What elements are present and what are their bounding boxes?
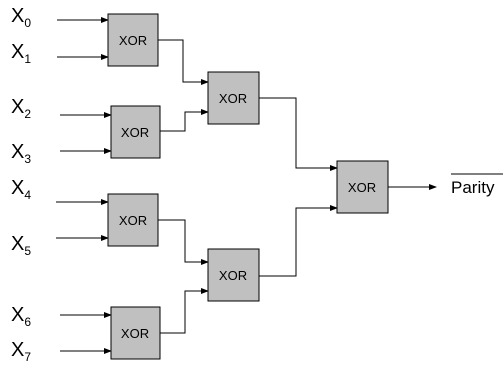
wire-g2-to-g5 [160,109,209,132]
xor-gate-5: XOR [207,71,260,125]
xor-gate-3: XOR [107,193,159,247]
svg-text:X3: X3 [11,141,31,166]
input-label-x6: X6 [11,304,31,329]
svg-text:XOR: XOR [119,213,147,228]
input-label-x0: X0 [11,5,31,30]
input-label-x3: X3 [11,141,31,166]
wire-g3-to-g6 [158,219,209,265]
svg-text:XOR: XOR [219,268,247,283]
svg-text:X5: X5 [11,233,31,258]
svg-text:XOR: XOR [219,91,247,106]
svg-text:X2: X2 [11,96,31,121]
input-label-x7: X7 [11,339,31,364]
xor-gate-2: XOR [110,105,161,159]
svg-text:X7: X7 [11,339,31,364]
parity-output-label: Parity [451,173,503,197]
svg-text:XOR: XOR [121,326,149,341]
input-label-x4: X4 [11,177,31,202]
svg-text:XOR: XOR [348,180,376,195]
svg-text:X6: X6 [11,304,31,329]
svg-text:X1: X1 [11,41,31,66]
svg-text:X0: X0 [11,5,31,30]
wire-g5-to-g7 [259,97,338,171]
wire-g4-to-g6 [160,288,209,334]
svg-text:XOR: XOR [121,125,149,140]
xor-gate-6: XOR [207,248,260,302]
wire-g6-to-g7 [259,205,338,277]
svg-text:X4: X4 [11,177,31,202]
input-label-x5: X5 [11,233,31,258]
input-label-x1: X1 [11,41,31,66]
xor-gate-7: XOR [336,160,389,214]
xor-gate-4: XOR [110,306,161,360]
svg-text:Parity: Parity [451,178,495,197]
input-label-x2: X2 [11,96,31,121]
xor-gate-1: XOR [107,13,159,67]
wire-g1-to-g5 [158,39,209,85]
svg-text:XOR: XOR [119,33,147,48]
